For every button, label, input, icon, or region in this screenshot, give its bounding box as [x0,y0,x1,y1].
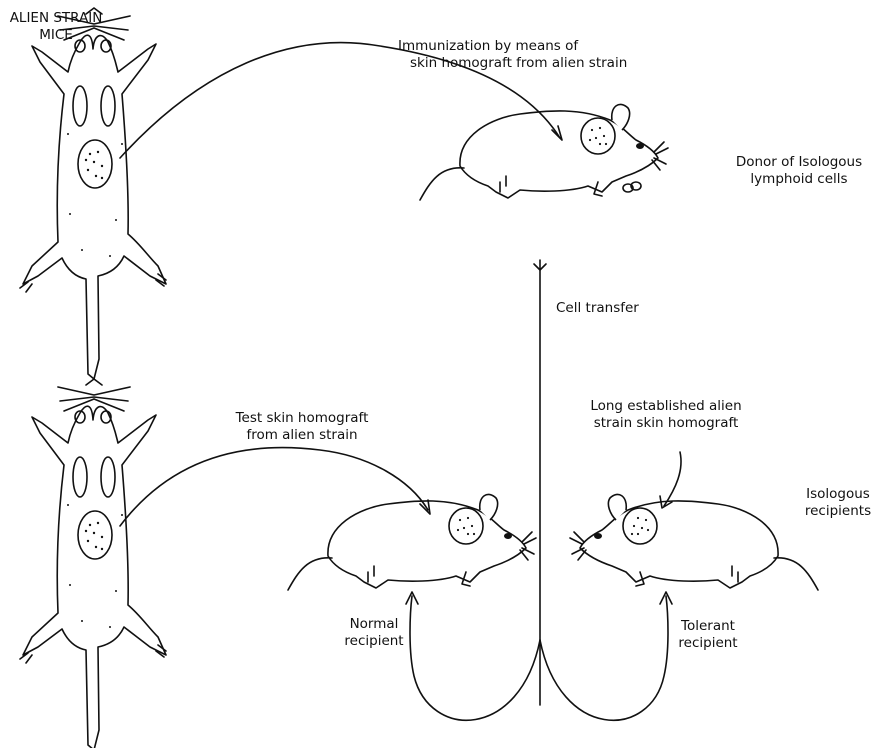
normal-line1: Normal [336,616,412,633]
test-graft-line2: from alien strain [232,427,372,444]
long-established-line2: strain skin homograft [578,415,754,432]
immunization-line1: Immunization by means of [382,38,664,55]
alien-strain-text: ALIEN STRAIN [6,10,106,27]
isologous-line2: recipients [796,503,880,520]
alien-mouse-bottom [20,379,166,748]
immunization-line2: skin homograft from alien strain [382,55,664,72]
donor-label: Donor of Isologous lymphoid cells [724,154,874,188]
tolerant-recipient-label: Tolerant recipient [666,618,750,652]
normal-recipient-label: Normal recipient [336,616,412,650]
cell-transfer-label: Cell transfer [556,300,639,317]
test-graft-line1: Test skin homograft [232,410,372,427]
isologous-line1: Isologous [796,486,880,503]
test-graft-label: Test skin homograft from alien strain [232,410,372,444]
alien-mouse-top [20,8,166,379]
mice-text: MICE [6,27,106,44]
donor-line2: lymphoid cells [724,171,874,188]
normal-line2: recipient [336,633,412,650]
alien-strain-label: ALIEN STRAIN MICE [6,10,106,44]
transfer-to-normal [410,596,540,720]
transfer-to-tolerant [540,596,668,720]
long-established-line1: Long established alien [578,398,754,415]
donor-line1: Donor of Isologous [724,154,874,171]
isologous-recipients-label: Isologous recipients [796,486,880,520]
tolerant-line1: Tolerant [666,618,750,635]
donor-mouse [420,104,668,200]
tolerant-recipient-mouse [570,494,818,590]
normal-recipient-mouse [288,494,536,590]
immunization-label: Immunization by means of skin homograft … [382,38,664,72]
long-established-pointer [664,452,681,506]
tolerant-line2: recipient [666,635,750,652]
long-established-label: Long established alien strain skin homog… [578,398,754,432]
